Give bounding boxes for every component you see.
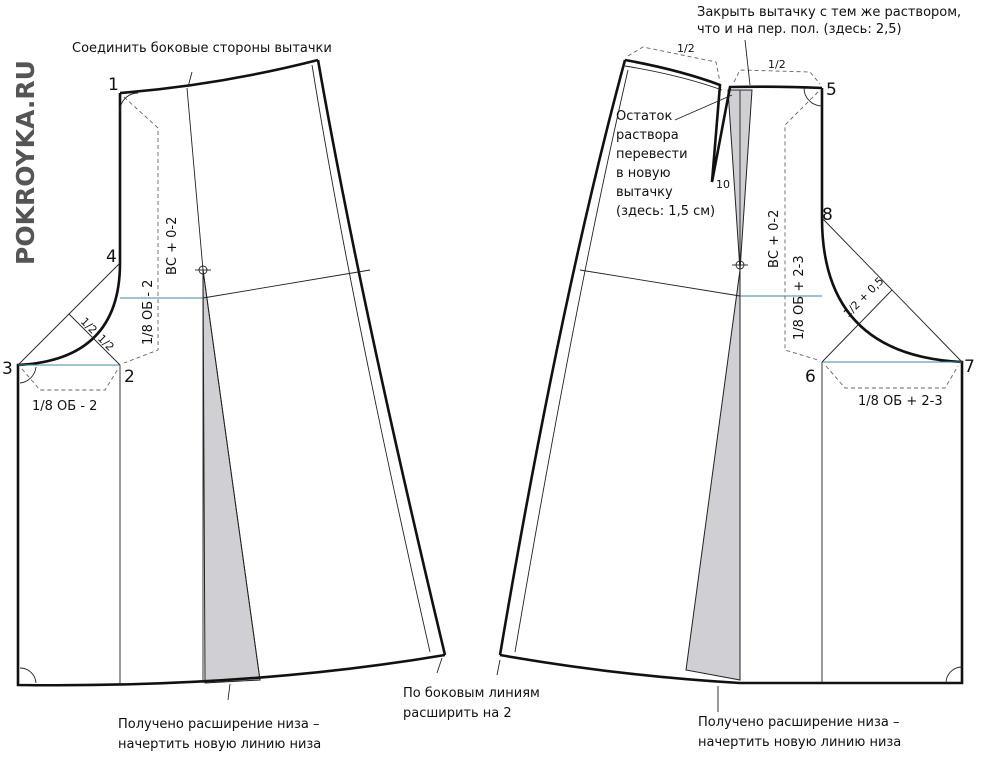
svg-text:Остаток: Остаток	[616, 109, 672, 124]
crotch-diag-label: 1/2 + 0,5	[841, 275, 887, 321]
dart-transfer-note: Остаток раствора перевести в новую вытач…	[616, 109, 715, 219]
svg-text:вытачку: вытачку	[616, 185, 673, 200]
point-1-label: 1	[108, 75, 119, 95]
seat-depth-label: ВС + 0-2	[767, 210, 782, 268]
svg-text:раствора: раствора	[616, 128, 679, 143]
join-dart-note: Соединить боковые стороны вытачки	[72, 41, 332, 56]
hem-note-line2: начертить новую линию низа	[118, 737, 321, 752]
waist-line	[624, 58, 823, 183]
point-4-label: 4	[106, 247, 117, 267]
old-side-seam	[311, 64, 431, 653]
half-label: 1/2	[677, 42, 695, 55]
crotch-vertical-label: 1/8 ОБ + 2-3	[792, 255, 807, 340]
watermark: POKROYKA.RU	[11, 60, 40, 265]
close-dart-note-line1: Закрыть вытачку с тем же раствором,	[697, 5, 961, 20]
hem-note-line1: Получено расширение низа –	[698, 715, 900, 730]
back-piece: 5 8 6 7 10 Закрыть вытачку с тем же раст…	[498, 5, 975, 750]
back-outline	[499, 88, 964, 685]
point-2-label: 2	[124, 367, 135, 387]
side-widen-note-line1: По боковым линиям	[403, 686, 540, 701]
seat-depth-label: ВС + 0-2	[165, 217, 180, 275]
crotch-vertical-label: 1/8 ОБ - 2	[141, 280, 156, 345]
hem-extension-wedge	[685, 269, 741, 681]
point-8-label: 8	[822, 205, 833, 225]
svg-text:(здесь: 1,5 см): (здесь: 1,5 см)	[616, 204, 715, 219]
crotch-horizontal-label: 1/8 ОБ - 2	[32, 399, 97, 414]
point-3-label: 3	[2, 359, 13, 379]
svg-text:в новую: в новую	[616, 166, 671, 181]
side-widen-note-line2: расширить на 2	[403, 706, 512, 721]
waist-line	[119, 58, 319, 95]
point-6-label: 6	[805, 367, 816, 387]
close-dart-note-line2: что и на пер. пол. (здесь: 2,5)	[697, 22, 902, 37]
point-10-label: 10	[716, 178, 730, 191]
front-piece: 1 4 3 2 Соединить боковые стороны вытачк…	[2, 41, 447, 752]
hem-note-line1: Получено расширение низа –	[118, 717, 320, 732]
point-7-label: 7	[964, 357, 975, 377]
crotch-horizontal-label: 1/8 ОБ + 2-3	[858, 394, 943, 409]
half-label: 1/2	[95, 332, 117, 354]
hem-note-line2: начертить новую линию низа	[698, 735, 901, 750]
half-label: 1/2	[768, 58, 786, 71]
point-5-label: 5	[826, 80, 837, 100]
old-side-seam	[514, 69, 629, 653]
svg-text:перевести: перевести	[616, 147, 688, 162]
side-seam	[316, 59, 447, 656]
front-outline	[16, 93, 446, 687]
side-seam	[498, 59, 627, 656]
